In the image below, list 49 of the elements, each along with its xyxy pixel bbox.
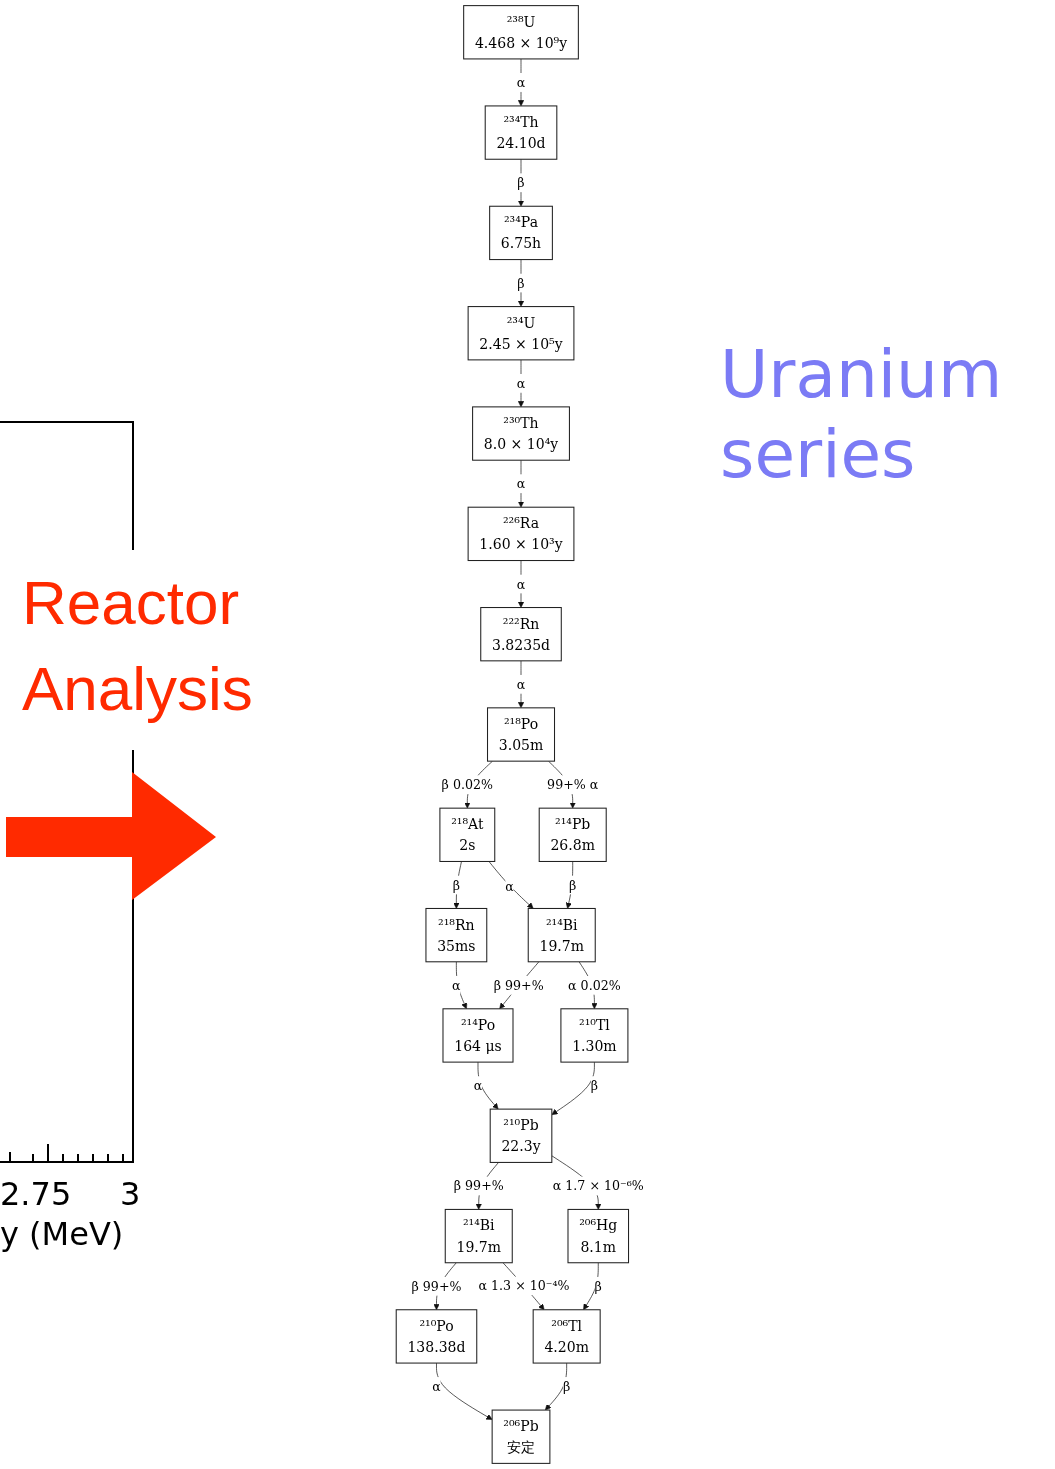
edge-label: β (569, 877, 577, 893)
node-box: ²⁰⁶Pb 安定 (491, 1409, 551, 1464)
edge-label: 99+% α (547, 777, 599, 793)
axis-tick-label: 3 (120, 1175, 141, 1213)
node-box: ²¹⁰Tl 1.30m (560, 1008, 629, 1063)
edge-label: β 99+% (411, 1278, 462, 1294)
node-box: ²¹⁴Pb 26.8m (538, 807, 607, 862)
node-box: ²¹⁸At 2s (439, 807, 496, 862)
edge-label: β (563, 1379, 571, 1394)
edge-label: β (594, 1278, 602, 1294)
node-box: ²¹⁴Bi 19.7m (444, 1208, 513, 1264)
edge-label: α (516, 75, 526, 90)
node-box: ²¹⁰Pb 22.3y (489, 1108, 553, 1163)
annotation-text: Reactor Analysis (22, 567, 254, 725)
node-box: ²³⁸U 4.468 × 10⁹y (463, 5, 579, 60)
node-box: ²⁰⁶Tl 4.20m (532, 1309, 601, 1364)
node-box: ²¹⁸Po 3.05m (487, 707, 556, 762)
edge-label: α (452, 977, 461, 993)
title: Uranium series (720, 335, 1004, 495)
node-box: ²³⁴Pa 6.75h (489, 205, 553, 261)
node-box: ²³⁴Th 24.10d (484, 105, 558, 160)
edge-label: β (517, 175, 525, 191)
edge-label: α (516, 576, 526, 592)
edge-label: α (516, 376, 526, 391)
node-box: ²¹⁰Po 138.38d (395, 1309, 478, 1364)
node-box: ²³⁰Th 8.0 × 10⁴y (472, 406, 570, 461)
node-box: ²³⁴U 2.45 × 10⁵y (467, 306, 575, 361)
axis-tick-label: 2.75 (0, 1175, 72, 1213)
edge-label: β 99+% (493, 977, 544, 993)
edge-label: α (432, 1379, 441, 1394)
edge-label: β (590, 1078, 599, 1093)
edge-label: α (473, 1078, 483, 1093)
edge-label: β (452, 877, 461, 893)
edge-label: β 99+% (453, 1178, 504, 1194)
node-box: ²¹⁴Po 164 μs (442, 1008, 514, 1063)
edge-label: α (516, 676, 526, 692)
edge-label: α 0.02% (568, 977, 621, 993)
node-box: ²¹⁸Rn 35ms (425, 907, 488, 963)
node-box: ²⁰⁶Hg 8.1m (567, 1208, 630, 1264)
edge-label: α (516, 476, 526, 492)
edge-label: α 1.7 × 10⁻⁶% (552, 1178, 644, 1194)
edge-label: β 0.02% (441, 777, 494, 793)
node-box: ²¹⁴Bi 19.7m (527, 907, 596, 963)
node-box: ²²²Rn 3.8235d (480, 607, 562, 662)
edge-label: α 1.3 × 10⁻⁴% (478, 1278, 570, 1294)
axis-title: y (MeV) (0, 1215, 124, 1253)
edge-label: β (517, 275, 525, 291)
node-box: ²²⁶Ra 1.60 × 10³y (467, 506, 575, 562)
edge-label: α (505, 879, 514, 894)
